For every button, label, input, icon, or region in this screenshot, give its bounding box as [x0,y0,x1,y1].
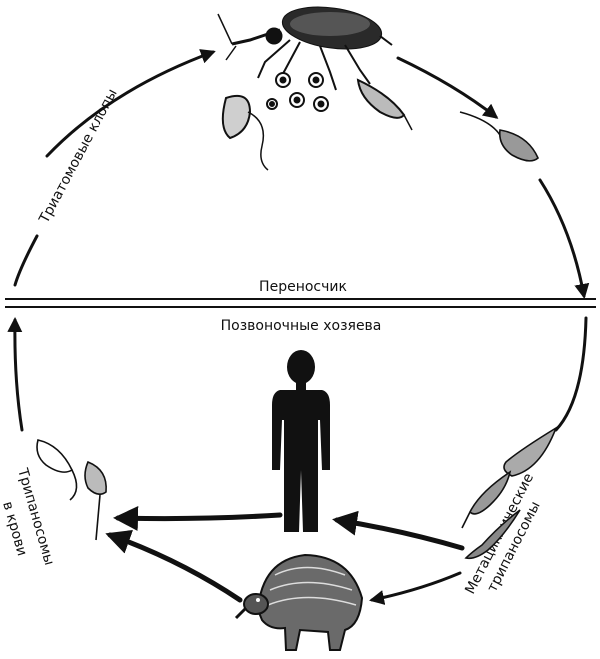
blood-trypanosomes-icon [36,439,107,541]
amastigote-cells-icon [266,72,329,112]
arrow-armadillo-to-blood [105,529,243,603]
arc-top-left-arrow [45,49,216,158]
triatomine-bug-icon [217,6,393,91]
arc-bottom-right-arrow [369,571,462,605]
blood-trypanosomes-label: Трипаносомы в крови [0,466,57,567]
vector-label: Переносчик [259,279,347,295]
arrow-metacyclic-to-human [332,510,465,551]
arrow-human-to-blood [113,505,283,531]
trypanosome-on-arc-icon [459,111,539,162]
human-host-icon [272,350,330,532]
arc-left-upper [13,234,39,287]
arc-top-right-arrow [396,56,499,119]
metacyclic-trypanosomes-icon [461,426,558,560]
triatomine-bugs-label: Триатомовые клопы [36,86,121,226]
arc-left-lower-arrow [7,317,24,432]
transmission-arrows [105,505,465,603]
cycle-arrows [7,49,590,605]
arc-right-lower [554,316,588,432]
epimastigote-in-bug-icon [221,78,413,171]
arc-right-upper-arrow [538,178,590,299]
armadillo-host-icon [234,553,364,651]
vertebrate-hosts-label: Позвоночные хозяева [221,318,382,334]
